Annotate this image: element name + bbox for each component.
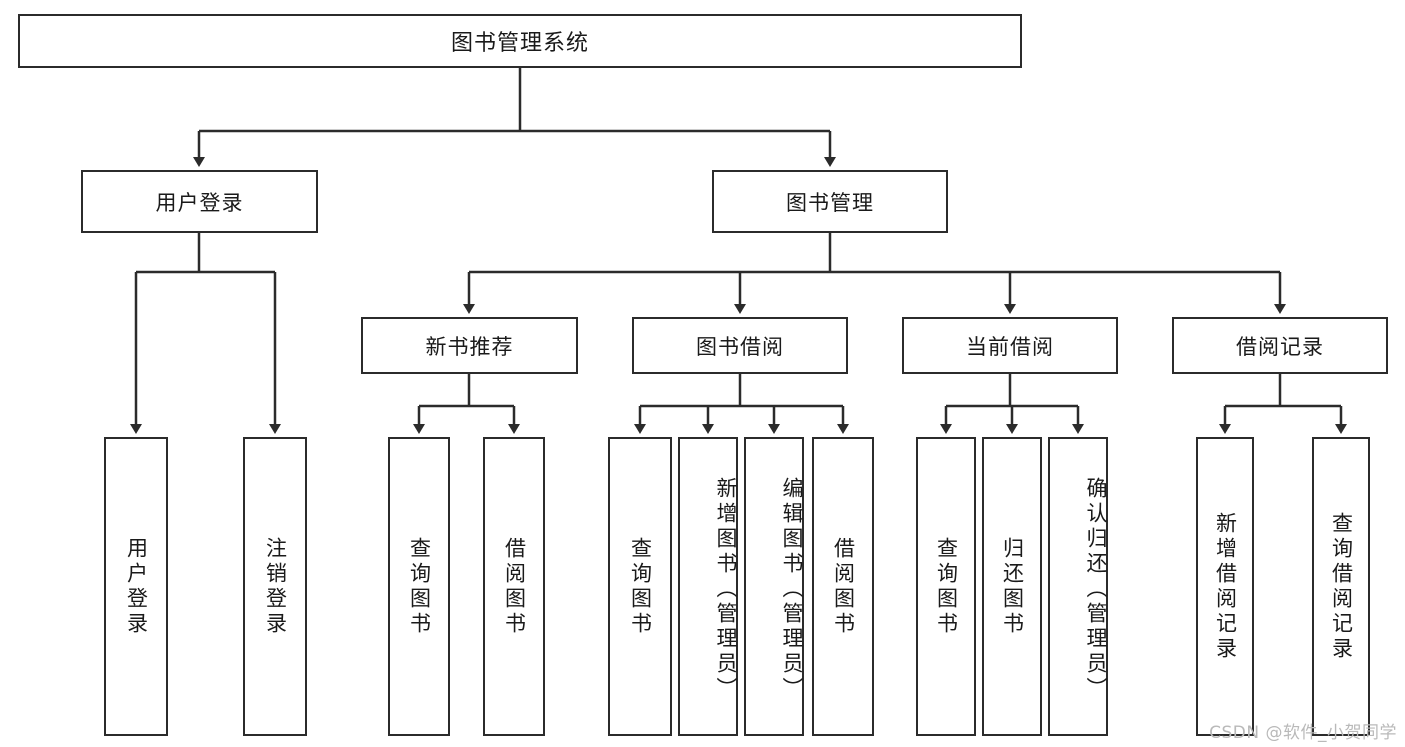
node-borrow-record[interactable]: 借阅记录 [1172,317,1388,374]
node-label: 当前借阅 [966,334,1054,359]
leaf-borrow-add-book[interactable]: 新增图书（管理员） [678,437,738,736]
node-label: 新书推荐 [425,334,514,359]
node-label: 查询图书 [934,536,959,637]
node-book-borrow[interactable]: 图书借阅 [632,317,848,374]
node-label: 归还图书 [1000,536,1025,637]
leaf-current-query-book[interactable]: 查询图书 [916,437,976,736]
node-label: 新增借阅记录 [1213,511,1238,662]
node-new-book-recommend[interactable]: 新书推荐 [361,317,578,374]
node-label: 用户登录 [155,190,244,215]
leaf-current-return-book[interactable]: 归还图书 [982,437,1042,736]
node-label: 借阅图书 [831,536,856,637]
node-label: 借阅记录 [1236,334,1324,359]
node-label: 图书借阅 [696,334,784,359]
leaf-current-confirm-return[interactable]: 确认归还（管理员） [1048,437,1108,736]
watermark: CSDN @软件_小贺同学 [1209,723,1397,743]
node-current-borrow[interactable]: 当前借阅 [902,317,1118,374]
node-label: 用户登录 [124,536,149,637]
leaf-borrow-edit-book[interactable]: 编辑图书（管理员） [744,437,804,736]
node-user-login[interactable]: 用户登录 [81,170,318,233]
node-label: 注销登录 [263,536,288,637]
leaf-user-login-signin[interactable]: 用户登录 [104,437,168,736]
leaf-recommend-borrow-book[interactable]: 借阅图书 [483,437,545,736]
node-label: 借阅图书 [502,536,527,637]
node-book-management[interactable]: 图书管理 [712,170,948,233]
node-label: 查询借阅记录 [1329,511,1354,662]
leaf-user-login-signout[interactable]: 注销登录 [243,437,307,736]
node-root-system[interactable]: 图书管理系统 [18,14,1022,68]
leaf-borrow-query-book[interactable]: 查询图书 [608,437,672,736]
node-label: 图书管理系统 [450,31,589,56]
leaf-record-query-record[interactable]: 查询借阅记录 [1312,437,1370,736]
leaf-borrow-borrow-book[interactable]: 借阅图书 [812,437,874,736]
node-label: 新增图书（管理员） [714,477,738,702]
leaf-recommend-query-book[interactable]: 查询图书 [388,437,450,736]
leaf-record-add-record[interactable]: 新增借阅记录 [1196,437,1254,736]
node-label: 确认归还（管理员） [1084,477,1108,702]
node-label: 查询图书 [628,536,653,637]
node-label: 编辑图书（管理员） [780,477,804,702]
node-label: 查询图书 [407,536,432,637]
node-label: 图书管理 [786,190,874,215]
